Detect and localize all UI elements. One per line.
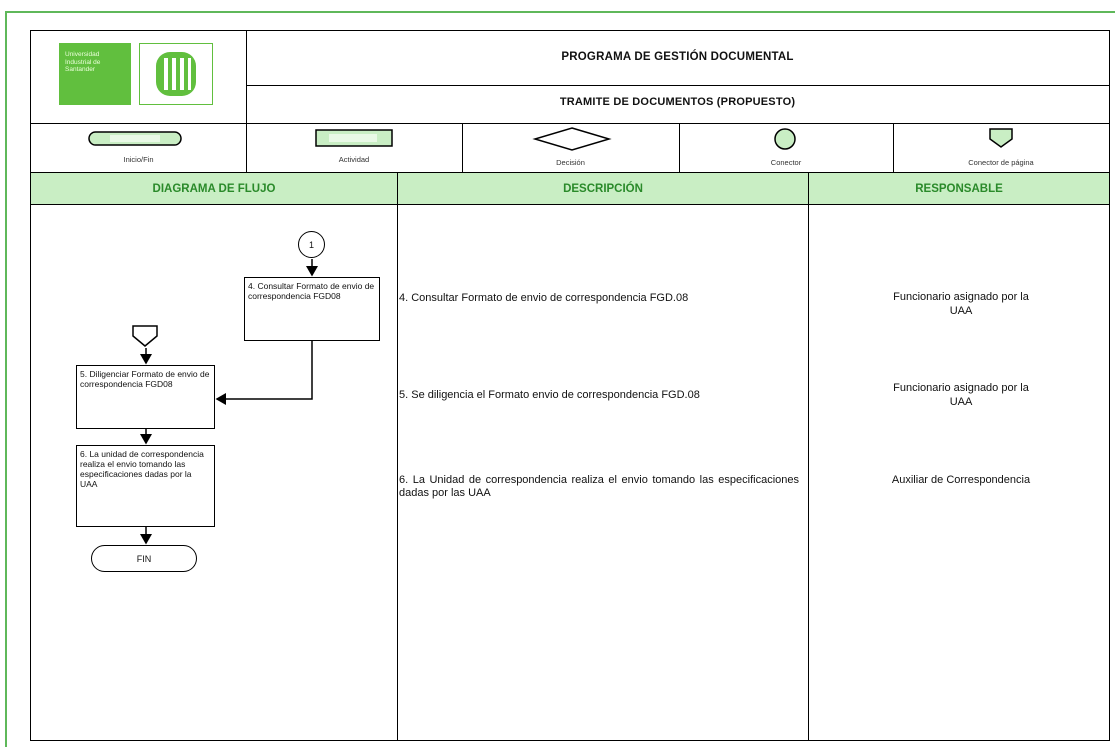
flow-end-terminal: FIN	[91, 545, 197, 572]
flow-step-4: 4. Consultar Formato de envio de corresp…	[244, 277, 380, 341]
responsible-row-6: Auxiliar de Correspondencia	[891, 474, 1031, 486]
legend-label: Inicio/Fin	[123, 155, 154, 164]
description-row-5: 5. Se diligencia el Formato envio de cor…	[399, 389, 700, 401]
terminal-symbol-icon	[88, 131, 182, 146]
logo-wordmark: Universidad Industrial de Santander	[59, 43, 131, 105]
responsible-row-4: Funcionario asignado por la UAA	[893, 291, 1029, 317]
legend-label: Actividad	[338, 155, 370, 164]
flow-step-5: 5. Diligenciar Formato de envio de corre…	[76, 365, 215, 429]
connector-symbol-icon	[774, 128, 796, 150]
description-row-4: 4. Consultar Formato de envio de corresp…	[399, 292, 689, 304]
column-header-flow: DIAGRAMA DE FLUJO	[31, 173, 397, 204]
connector-label: 1	[308, 239, 314, 250]
flow-connectors	[132, 259, 318, 545]
page-border	[5, 11, 1115, 747]
legend-activity: Actividad	[246, 123, 462, 172]
flow-step-6: 6. La unidad de correspondencia realiza …	[76, 445, 215, 527]
flow-diagram: 1 4. Consultar Formato de envio de corre…	[31, 205, 397, 740]
page-connector-icon	[132, 325, 158, 347]
logo-text: Universidad Industrial de Santander	[65, 51, 101, 73]
logo: Universidad Industrial de Santander	[59, 43, 213, 107]
legend-page-connector: Conector de página	[893, 123, 1109, 172]
description-row-6: 6. La Unidad de correspondencia realiza …	[399, 474, 799, 499]
legend-connector: Conector	[679, 123, 893, 172]
activity-symbol-icon	[315, 129, 393, 147]
legend-label: Decisión	[556, 158, 585, 167]
legend-decision: Decisión	[462, 123, 679, 172]
program-title: PROGRAMA DE GESTIÓN DOCUMENTAL	[561, 51, 794, 63]
connector-circle: 1	[298, 231, 325, 258]
decision-symbol-icon	[532, 127, 612, 151]
column-header-description: DESCRIPCIÓN	[398, 173, 808, 204]
legend-label: Conector	[770, 158, 802, 167]
document-frame: Universidad Industrial de Santander PROG…	[30, 30, 1110, 741]
legend-terminal: Inicio/Fin	[31, 123, 246, 172]
column-header-responsible: RESPONSABLE	[809, 173, 1109, 204]
logo-emblem-icon	[139, 43, 213, 105]
legend-label: Conector de página	[968, 158, 1034, 167]
document-subtitle: TRAMITE DE DOCUMENTOS (PROPUESTO)	[559, 96, 796, 108]
responsible-row-5: Funcionario asignado por la UAA	[893, 382, 1029, 408]
page-connector-symbol-icon	[989, 128, 1013, 148]
